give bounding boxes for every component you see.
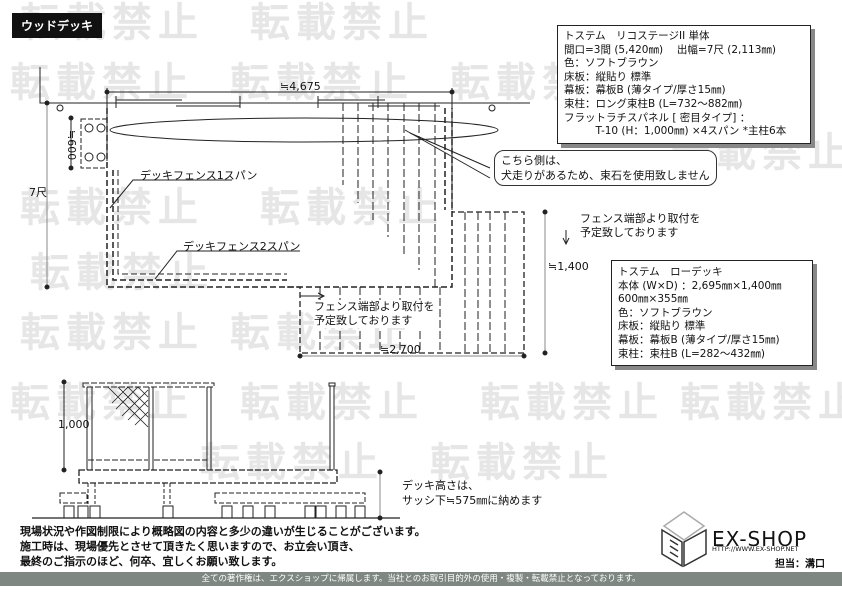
house-wall-line bbox=[39, 67, 530, 104]
watermark: 転載禁止 bbox=[30, 250, 214, 296]
watermark: 転載禁止 bbox=[430, 440, 614, 486]
logo-name: EX-SHOP bbox=[712, 527, 808, 551]
spec-line: 本体 (W×D) ：2,695㎜×1,400㎜ bbox=[618, 279, 782, 292]
note-line: 現場状況や作図制限により概略図の内容と多少の違いが生じることがございます。 bbox=[20, 525, 426, 538]
label-fence-end-right: フェンス端部より取付を 予定致しております bbox=[580, 212, 701, 240]
staff-name: 担当：溝口 bbox=[775, 559, 825, 570]
label-fence-end-bottom: フェンス端部より取付を 予定致しております bbox=[314, 300, 435, 328]
watermark: 転載禁止 bbox=[250, 0, 434, 46]
watermark: 転載禁止 bbox=[10, 380, 194, 426]
logo-url: HTTP://WWW.EX-SHOP.NET bbox=[712, 545, 799, 553]
watermark: 転載禁止 bbox=[480, 380, 664, 426]
callout-line: 犬走りがあるため、束石を使用致しません bbox=[501, 169, 710, 182]
label-fence-2span: デッキフェンス2スパン bbox=[183, 240, 301, 253]
dim-width-top: ≒4,675 bbox=[280, 80, 321, 93]
spec-line: T-10 (H：1,000㎜) ×4スパン *主柱6本 bbox=[564, 125, 787, 138]
spec-line: 床板：縦貼り 標準 bbox=[618, 320, 706, 333]
spec-line: 束柱：束柱B (L=282～432㎜) bbox=[618, 347, 765, 360]
callout-dog-walk: こちら側は、 犬走りがあるため、束石を使用致しません bbox=[494, 150, 717, 186]
dim-fence-height: 1,000 bbox=[58, 418, 90, 431]
watermark: 転載禁止 bbox=[260, 185, 444, 231]
callout-line: こちら側は、 bbox=[501, 154, 567, 167]
spec-line: 幕板：幕板B (薄タイプ/厚さ15㎜) bbox=[618, 333, 780, 346]
label-fence-1span: デッキフェンス1スパン bbox=[140, 169, 258, 182]
label-deck-height: デッキ高さは、 サッシ下≒575㎜に納めます bbox=[402, 478, 542, 508]
spec-line: 束柱：ロング束柱B (L=732～882㎜) bbox=[564, 97, 743, 110]
watermark: 転載禁止 bbox=[20, 185, 204, 231]
label-line: サッシ下≒575㎜に納めます bbox=[402, 494, 543, 507]
page-title: ウッドデッキ bbox=[12, 13, 103, 38]
label-line: フェンス端部より取付を bbox=[314, 300, 435, 313]
label-line: フェンス端部より取付を bbox=[580, 212, 701, 225]
spec-line: トステム ローデッキ bbox=[618, 266, 723, 278]
label-line: 予定致しております bbox=[314, 314, 413, 327]
copyright-footer: 全ての著作権は、エクスショップに帰属します。当社とのお取引目的外の使用・複製・転… bbox=[0, 572, 842, 586]
spec-box-low-deck: トステム ローデッキ 本体 (W×D) ：2,695㎜×1,400㎜ 600㎜×… bbox=[611, 260, 813, 367]
notes: 現場状況や作図制限により概略図の内容と多少の違いが生じることがございます。 施工… bbox=[20, 524, 426, 569]
spec-line: トステム リコステージII 単体 bbox=[564, 30, 710, 42]
dim-depth-main: 7尺 bbox=[29, 186, 47, 199]
spec-line: 色：ソフトブラウン bbox=[618, 306, 713, 319]
label-line: デッキ高さは、 bbox=[402, 479, 479, 492]
note-line: 最終のご指示のほど、何卒、宜しくお願い致します。 bbox=[20, 555, 283, 568]
dim-depth-side: ≒600 bbox=[65, 130, 78, 161]
watermark: 転載禁止 bbox=[680, 380, 842, 426]
note-line: 施工時は、現場優先とさせて頂きたく思いますので、お立会い頂き、 bbox=[20, 540, 360, 553]
ex-shop-logo-icon bbox=[661, 511, 707, 568]
dim-width-low: ≒2,700 bbox=[380, 343, 421, 356]
spec-line: 間口=3間 (5,420㎜) 出幅=7尺 (2,113㎜) bbox=[564, 43, 776, 56]
spec-line: フラットラチスパネル [ 密目タイプ] ： bbox=[564, 111, 751, 124]
watermark: 転載禁止 bbox=[20, 310, 204, 356]
spec-line: 床板：縦貼り 標準 bbox=[564, 70, 652, 83]
label-line: 予定致しております bbox=[580, 226, 679, 239]
spec-line: 600㎜×355㎜ bbox=[618, 293, 688, 306]
spec-line: 幕板：幕板B (薄タイプ/厚さ15㎜) bbox=[564, 84, 726, 97]
watermark: 転載禁止 bbox=[200, 440, 384, 486]
dim-depth-low: ≒1,400 bbox=[548, 260, 589, 273]
spec-box-main-deck: トステム リコステージII 単体 間口=3間 (5,420㎜) 出幅=7尺 (2… bbox=[557, 25, 811, 144]
watermark: 転載禁止 bbox=[240, 380, 424, 426]
spec-line: 色：ソフトブラウン bbox=[564, 57, 659, 70]
